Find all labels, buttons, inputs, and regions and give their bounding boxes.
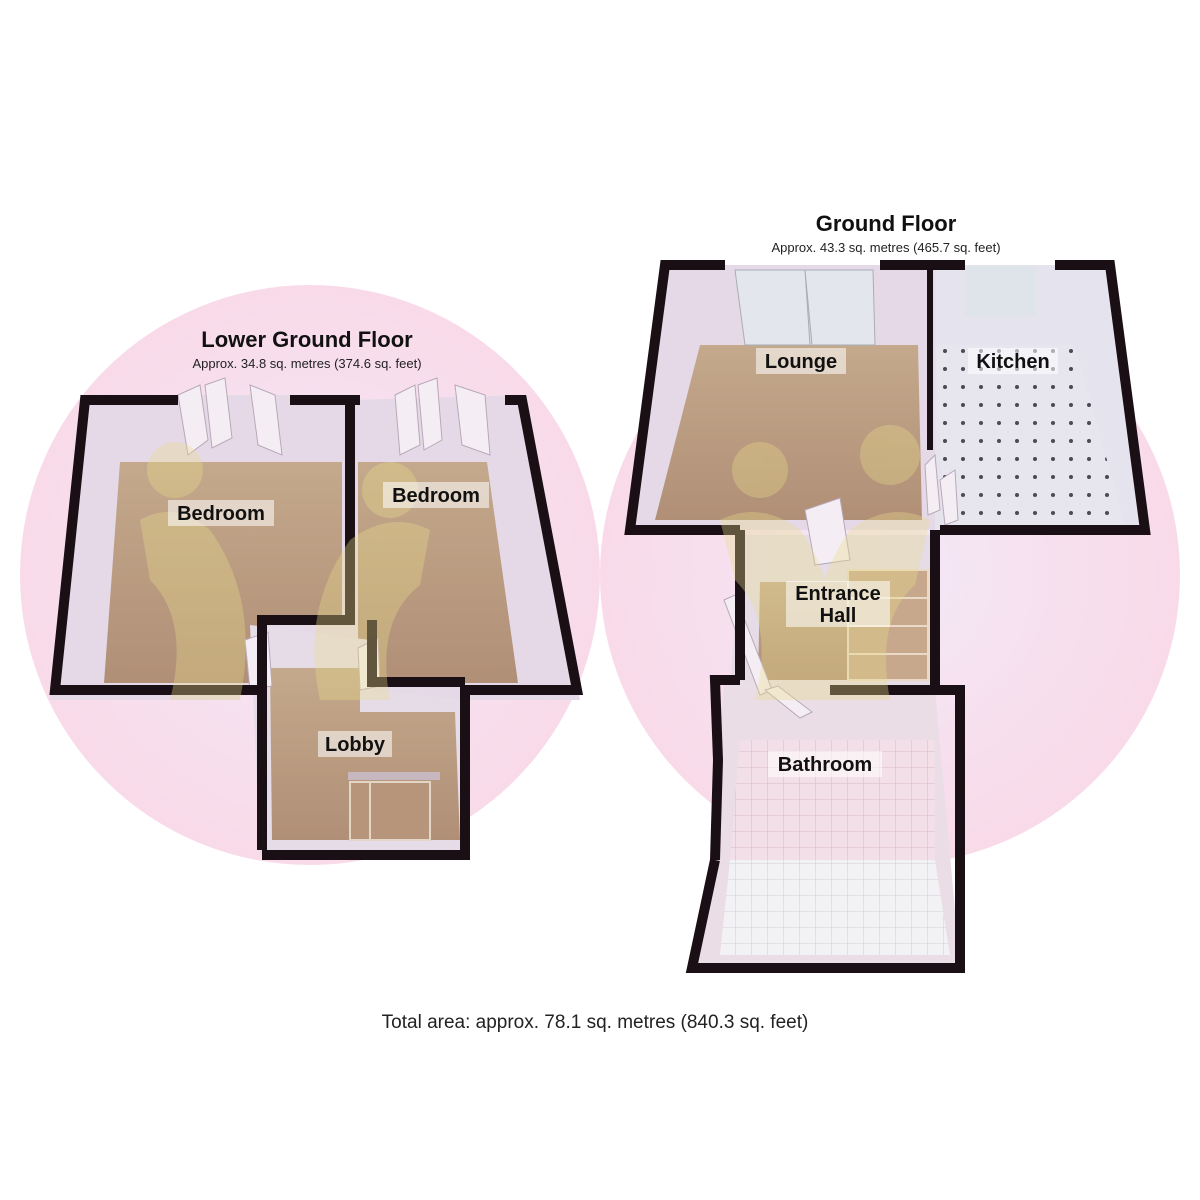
entrance-hall-label-bg: [786, 581, 890, 627]
entrance-hall-label-line1: Entrance: [795, 583, 881, 605]
bedroom-left-label-bg: [168, 500, 274, 526]
kitchen-label-bg: [968, 348, 1058, 374]
ground-floor-area: Approx. 43.3 sq. metres (465.7 sq. feet): [771, 240, 1000, 255]
lower-walls: [49, 395, 584, 860]
ground-walls: [624, 260, 1151, 973]
bedroom-right-floor: [358, 462, 518, 683]
lower-ground-floor-area: Approx. 34.8 sq. metres (374.6 sq. feet): [192, 356, 421, 371]
bathroom-label-bg: [768, 751, 882, 777]
entrance-hall-label-line2: Hall: [820, 605, 857, 627]
kitchen-label: Kitchen: [976, 351, 1049, 373]
bathroom-floor-white: [720, 860, 950, 955]
lobby-label: Lobby: [325, 734, 386, 756]
lounge-label-bg: [756, 348, 846, 374]
bedroom-right-label: Bedroom: [392, 485, 480, 507]
lobby-label-bg: [318, 731, 392, 757]
kitchen-floor: [935, 345, 1125, 525]
bedroom-left-label: Bedroom: [177, 503, 265, 525]
ground-floor: [624, 260, 1151, 973]
bathroom-label: Bathroom: [778, 754, 872, 776]
lounge-label: Lounge: [765, 351, 837, 373]
bedroom-right-label-bg: [383, 482, 489, 508]
ground-doors: [723, 453, 959, 719]
ground-floor-title: Ground Floor: [816, 211, 957, 236]
lobby-stairs: [348, 772, 440, 841]
total-area: Total area: approx. 78.1 sq. metres (840…: [382, 1012, 809, 1033]
lounge-patio-doors: [734, 269, 876, 346]
lounge-floor: [655, 345, 922, 520]
bedroom-left-floor: [104, 462, 342, 683]
kitchen-window: [965, 266, 1035, 316]
lower-ground-floor-title: Lower Ground Floor: [201, 327, 413, 352]
